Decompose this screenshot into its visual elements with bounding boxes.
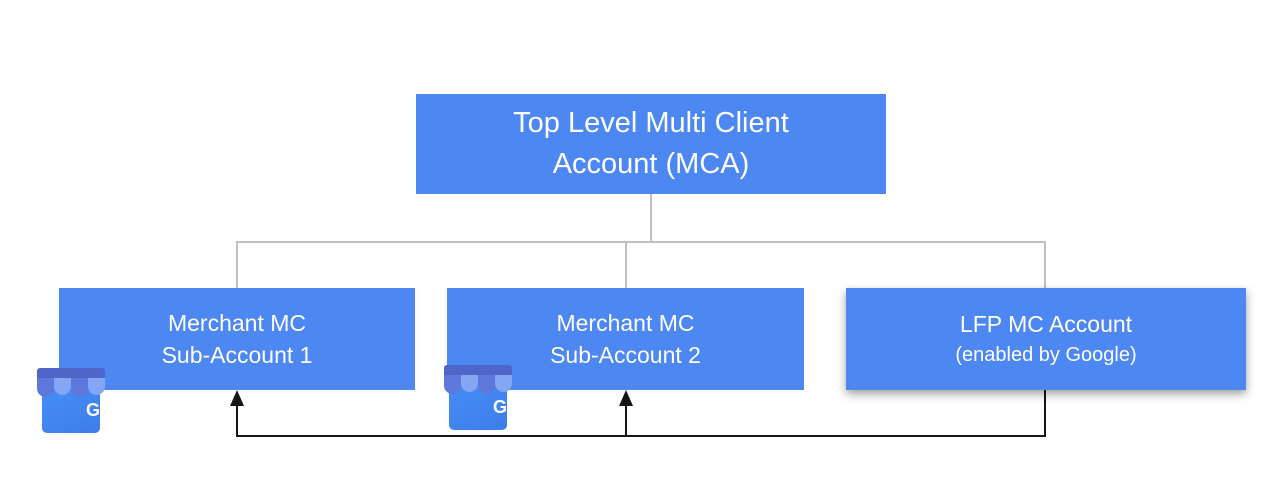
mca-box: Top Level Multi Client Account (MCA) bbox=[416, 94, 886, 194]
gmb-g-letter: G bbox=[492, 397, 507, 417]
feed-line-from-lfp bbox=[1044, 390, 1046, 437]
lfp-account-label-line1: LFP MC Account bbox=[959, 311, 1133, 337]
sub-account-2-label-line2: Sub-Account 2 bbox=[550, 342, 701, 368]
lfp-account-box: LFP MC Account (enabled by Google) bbox=[846, 288, 1246, 390]
lfp-account-label-line2: (enabled by Google) bbox=[955, 344, 1137, 366]
sub-account-1-label-line1: Merchant MC bbox=[167, 310, 307, 336]
gmb-g-letter: G bbox=[85, 400, 100, 420]
gmb-awning-band bbox=[444, 365, 512, 375]
sub-account-1-box: Merchant MC Sub-Account 1 bbox=[59, 288, 415, 390]
mca-label-line2: Account (MCA) bbox=[552, 148, 750, 180]
google-my-business-icon: G bbox=[37, 368, 105, 433]
sub-account-1-label-line2: Sub-Account 1 bbox=[161, 342, 313, 368]
connector-horizontal-bus-line bbox=[236, 241, 1046, 243]
arrowhead-into-sub-account-1 bbox=[230, 390, 244, 406]
arrowhead-into-sub-account-2 bbox=[619, 390, 633, 406]
sub-account-2-label-line1: Merchant MC bbox=[556, 310, 695, 336]
connector-mca-down-line bbox=[650, 194, 652, 242]
feed-line-up-sub-account-1 bbox=[236, 404, 238, 437]
connector-drop-sub-account-2 bbox=[625, 242, 627, 288]
feed-line-up-sub-account-2 bbox=[625, 404, 627, 437]
gmb-awning-band bbox=[37, 368, 105, 378]
connector-drop-sub-account-1 bbox=[236, 242, 238, 288]
mca-label-line1: Top Level Multi Client bbox=[513, 107, 789, 139]
gmb-awning-scallops bbox=[37, 378, 105, 398]
gmb-awning-scallops bbox=[444, 375, 512, 395]
connector-drop-lfp-account bbox=[1044, 242, 1046, 288]
feed-line-horizontal bbox=[236, 435, 1046, 437]
google-my-business-icon: G bbox=[444, 365, 512, 430]
